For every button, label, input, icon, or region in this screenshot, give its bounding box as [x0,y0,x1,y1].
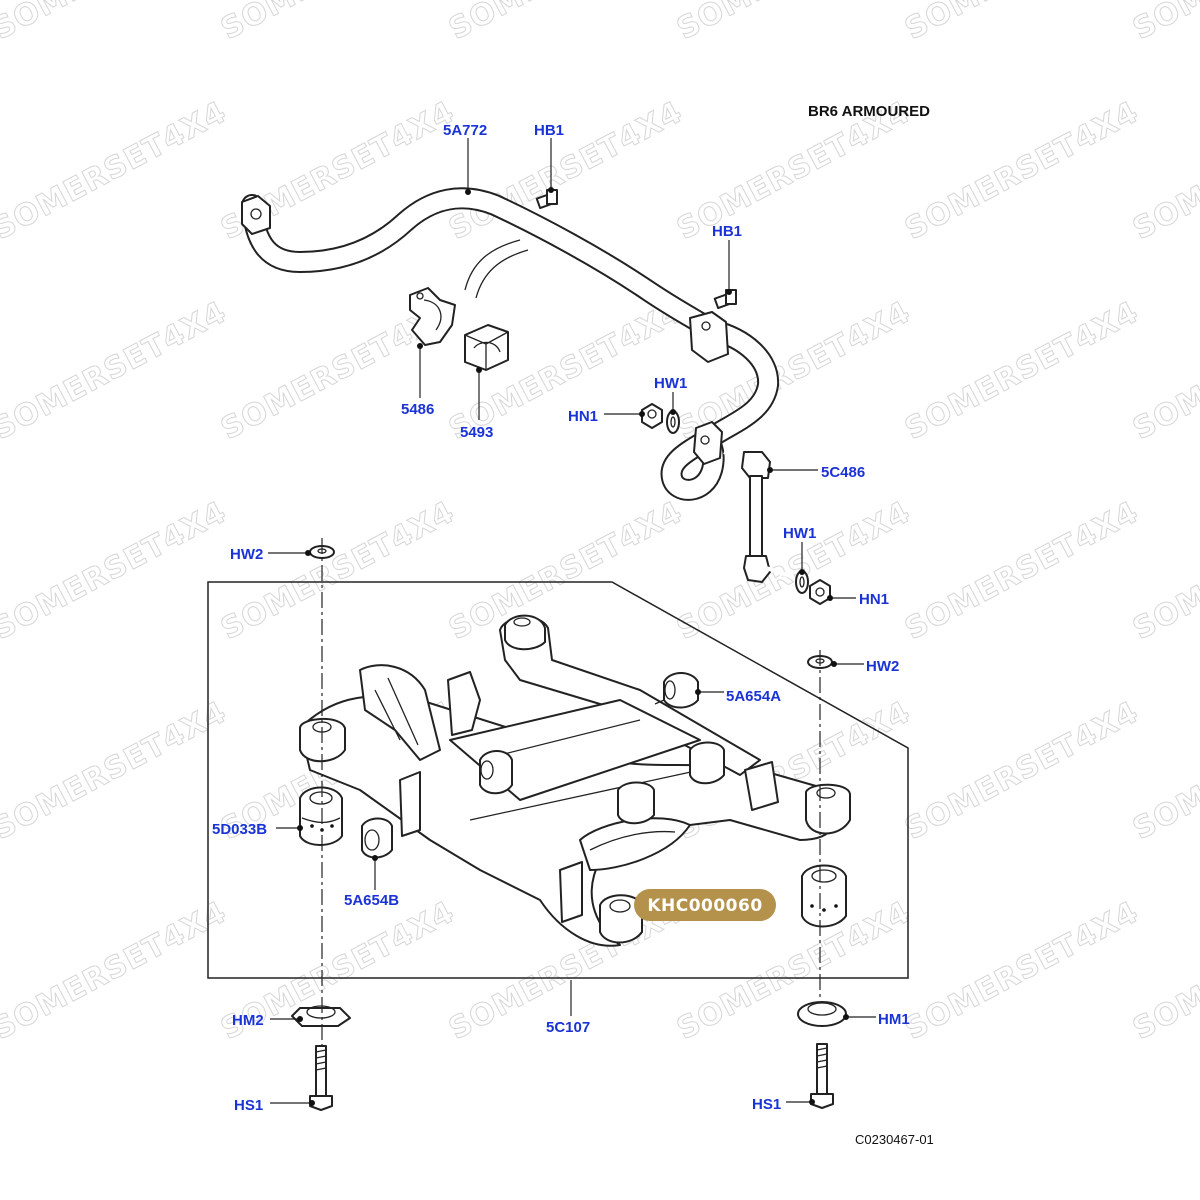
callout-5c107[interactable]: 5C107 [546,1019,590,1036]
watermark-text: SOMERSET4X4 [215,0,460,47]
nut-hn1-link[interactable] [809,579,831,605]
callout-5c486[interactable]: 5C486 [821,464,865,481]
bolt-hb1-mid[interactable] [713,289,737,310]
badge-part-number: KHC000060 [647,896,762,916]
subframe-assembly-frame [207,581,909,979]
subframe-5c107[interactable] [299,614,851,947]
bush-5a654a[interactable] [654,672,699,709]
bush-5a654b[interactable] [361,817,393,859]
bush-5493[interactable] [464,324,509,371]
callout-5a772[interactable]: 5A772 [443,122,487,139]
callout-labels: 5A772 HB1 HB1 5486 5493 HW1 HN1 5C486 HW… [212,122,910,1114]
bolt-hs1-right[interactable] [810,1043,834,1109]
watermark-text: SOMERSET4X4 [899,95,1144,247]
watermark-text: SOMERSET4X4 [0,695,232,847]
watermark-text: SOMERSET4X4 [899,495,1144,647]
watermark-text: SOMERSET4X4 [443,95,688,247]
mount-plate-hm1[interactable] [797,1001,847,1027]
callout-5d033b[interactable]: 5D033B [212,821,267,838]
callout-hm1[interactable]: HM1 [878,1011,910,1028]
callout-hw1-link[interactable]: HW1 [783,525,816,542]
watermark-text: SOMERSET4X4 [443,495,688,647]
watermark-text: SOMERSET4X4 [0,895,232,1047]
part-number-badge[interactable]: KHC000060 [634,889,776,921]
watermark-text: SOMERSET4X4 [0,295,232,447]
watermark-layer: SOMERSET4X4SOMERSET4X4SOMERSET4X4SOMERSE… [0,0,1200,1048]
watermark-text: SOMERSET4X4 [215,495,460,647]
body-mount-5d033b[interactable] [299,786,343,846]
callout-5a654b[interactable]: 5A654B [344,892,399,909]
watermark-text: SOMERSET4X4 [0,95,232,247]
bolt-hb1-top[interactable] [535,189,558,210]
callout-5a654a[interactable]: 5A654A [726,688,781,705]
watermark-text: SOMERSET4X4 [671,0,916,47]
callout-hs1-left[interactable]: HS1 [234,1097,263,1114]
watermark-text: SOMERSET4X4 [899,895,1144,1047]
callout-hw1-top[interactable]: HW1 [654,375,687,392]
callout-hb1-top[interactable]: HB1 [534,122,564,139]
leader-lines [268,138,876,1106]
body-mount-right[interactable] [801,864,847,928]
callout-hn1-link[interactable]: HN1 [859,591,889,608]
callout-5493[interactable]: 5493 [460,424,493,441]
watermark-text: SOMERSET4X4 [0,0,232,47]
nut-hn1-top[interactable] [641,403,663,429]
bush-clamp-5486[interactable] [409,287,456,346]
watermark-text: SOMERSET4X4 [1127,0,1200,47]
watermark-text: SOMERSET4X4 [899,0,1144,47]
callout-5486[interactable]: 5486 [401,401,434,418]
callout-hs1-right[interactable]: HS1 [752,1096,781,1113]
variant-heading: BR6 ARMOURED [808,103,930,120]
callout-hw2-left[interactable]: HW2 [230,546,263,563]
illustration-reference: C0230467-01 [855,1132,934,1147]
callout-hn1-top[interactable]: HN1 [568,408,598,425]
anti-roll-bar[interactable] [241,187,780,501]
watermark-text: SOMERSET4X4 [0,495,232,647]
watermark-text: SOMERSET4X4 [899,295,1144,447]
watermark-text: SOMERSET4X4 [671,495,916,647]
watermark-text: SOMERSET4X4 [899,695,1144,847]
assembly-axes [321,538,821,1046]
callout-hb1-mid[interactable]: HB1 [712,223,742,240]
drop-link-5c486[interactable] [723,450,791,583]
watermark-text: SOMERSET4X4 [443,0,688,47]
callout-hw2-right[interactable]: HW2 [866,658,899,675]
mount-plate-hm2[interactable] [291,1005,351,1027]
callout-hm2[interactable]: HM2 [232,1012,264,1029]
bolt-hs1-left[interactable] [309,1045,333,1111]
